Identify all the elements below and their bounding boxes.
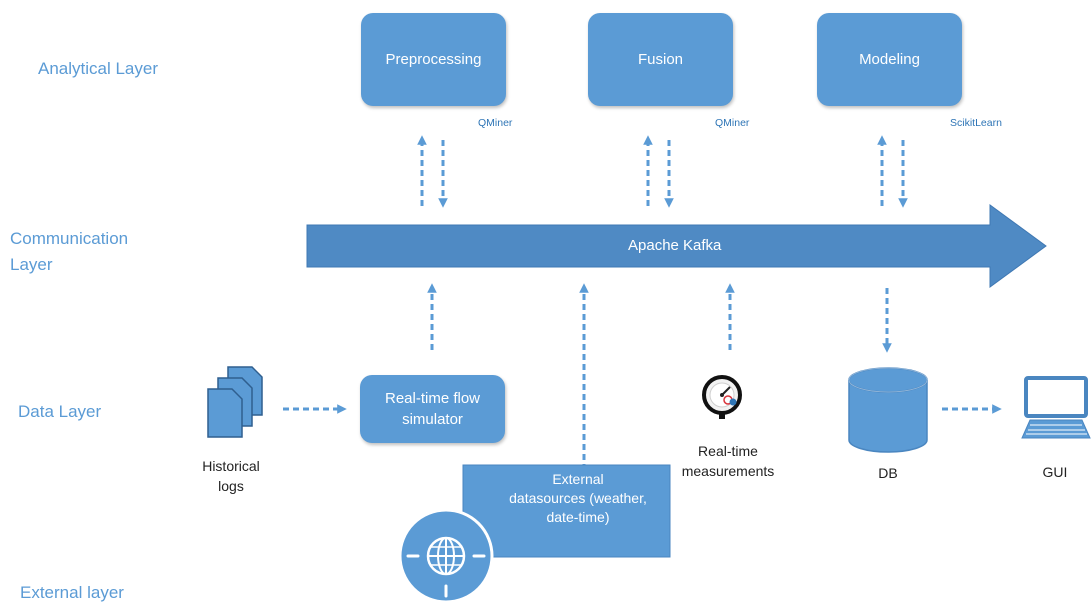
database-icon <box>848 367 928 453</box>
measurements-line2: measurements <box>681 463 775 479</box>
communication-layer-label-line2: Layer <box>10 255 53 274</box>
external-datasources-banner <box>462 464 671 558</box>
preprocessing-tool-label: QMiner <box>478 117 513 129</box>
fusion-box: Fusion <box>588 13 733 106</box>
kafka-bus-arrow <box>306 204 1047 288</box>
preprocessing-label: Preprocessing <box>385 51 482 68</box>
measurements-caption: Real-time measurements <box>668 441 788 481</box>
gauge-icon <box>702 375 742 419</box>
external-layer-label: External layer <box>20 583 124 602</box>
external-datasources-label: External datasources (weather, date-time… <box>488 470 668 527</box>
external-line2: datasources (weather, <box>509 490 647 506</box>
modeling-label: Modeling <box>859 51 920 68</box>
computer-icon <box>1021 376 1091 439</box>
analytical-layer-label: Analytical Layer <box>38 59 159 78</box>
measurements-line1: Real-time <box>698 443 758 459</box>
simulator-box: Real-time flow simulator <box>360 375 505 443</box>
fusion-tool-label: QMiner <box>715 117 750 129</box>
communication-layer-label: Communication Layer <box>10 226 128 278</box>
historical-logs-line2: logs <box>218 478 244 494</box>
modeling-tool-label: ScikitLearn <box>950 117 1002 129</box>
gui-caption: GUI <box>1042 464 1068 480</box>
modeling-box: Modeling <box>817 13 962 106</box>
simulator-label-line1: Real-time flow <box>384 390 481 407</box>
fusion-label: Fusion <box>637 51 684 68</box>
data-layer-label: Data Layer <box>18 402 102 421</box>
globe-icon <box>398 508 494 604</box>
preprocessing-box: Preprocessing <box>361 13 506 106</box>
historical-logs-caption: Historical logs <box>191 456 271 496</box>
kafka-label: Apache Kafka <box>628 237 722 254</box>
communication-layer-label-line1: Communication <box>10 229 129 248</box>
external-line3: date-time) <box>546 509 610 525</box>
db-caption: DB <box>878 465 898 481</box>
historical-logs-line1: Historical <box>202 458 260 474</box>
documents-icon <box>207 366 263 438</box>
external-line1: External <box>552 471 604 487</box>
simulator-label-line2: simulator <box>402 411 463 428</box>
